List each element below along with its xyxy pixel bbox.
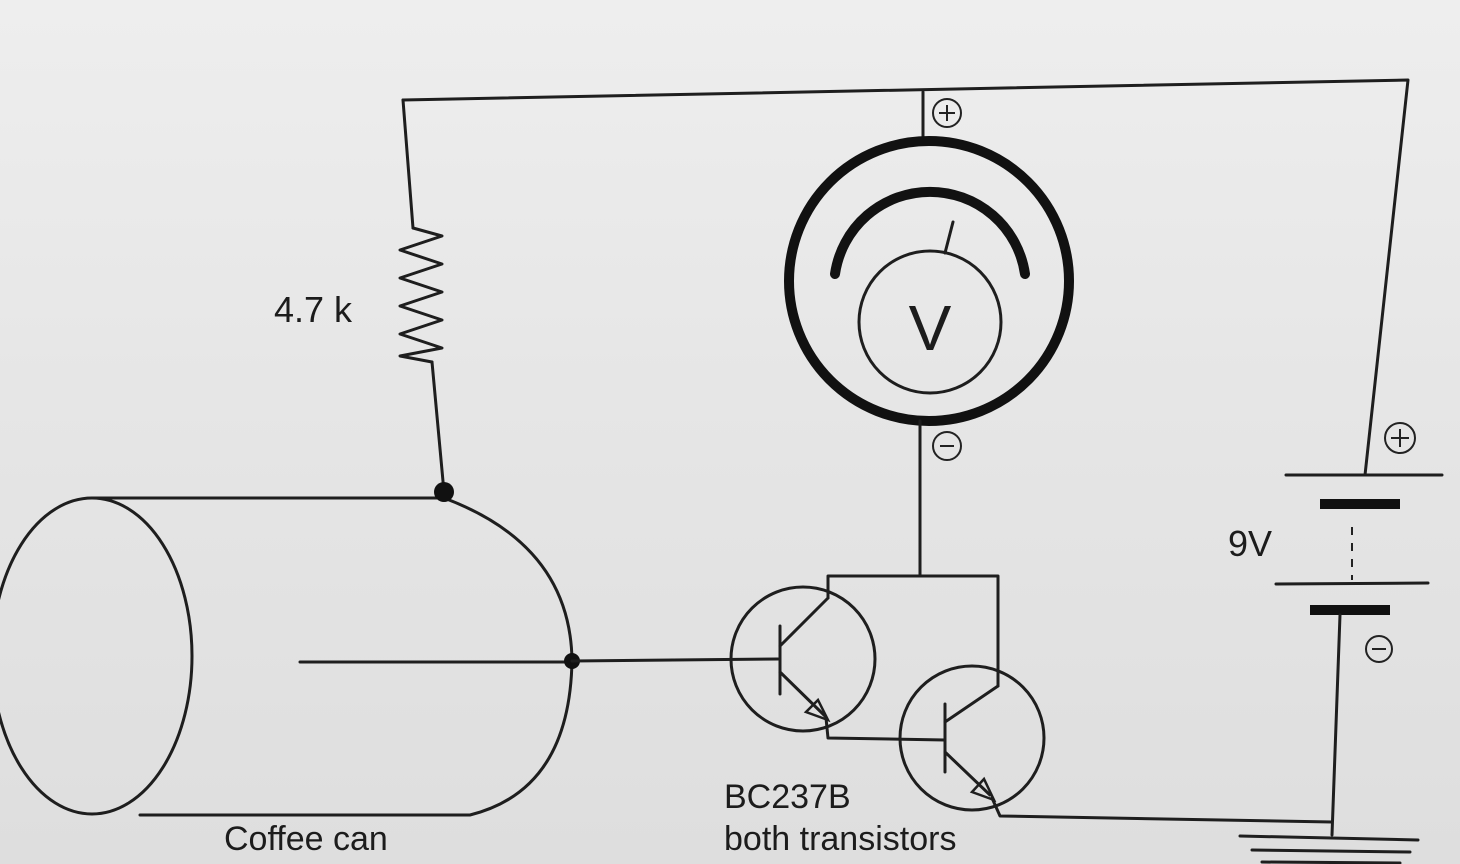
- battery-voltage-label: 9V: [1228, 523, 1272, 564]
- minus-terminal-battery: [1365, 635, 1393, 663]
- top-rail-wire: [401, 78, 1410, 477]
- coffee-can-label: Coffee can: [224, 820, 388, 858]
- battery-icon: [1274, 473, 1444, 615]
- transistor-note-label: both transistors: [724, 820, 956, 858]
- resistor-value-label: 4.7 k: [274, 289, 353, 330]
- transistor-model-label: BC237B: [724, 778, 851, 816]
- emitter-to-base-wire: [824, 716, 947, 742]
- collector-wire: [826, 574, 1000, 688]
- resistor-icon: [398, 226, 444, 364]
- ground-icon: [1238, 834, 1420, 864]
- plus-terminal-battery: [1384, 422, 1416, 454]
- resistor-top-lead: [401, 98, 415, 230]
- base-input-wire: [570, 657, 780, 663]
- battery-negative-lead: [1330, 613, 1342, 837]
- npn-transistor-icon: [729, 585, 877, 733]
- voltmeter-icon: [784, 136, 1074, 426]
- coffee-can-rim: [0, 496, 194, 816]
- emitter-ground-wire: [990, 796, 1334, 824]
- resistor-bottom-lead: [430, 360, 446, 494]
- npn-transistor-icon: [898, 664, 1046, 812]
- plus-terminal-meter: [932, 98, 962, 128]
- can-top-junction: [434, 482, 454, 502]
- minus-terminal-meter: [932, 431, 962, 461]
- voltmeter-symbol: V: [909, 292, 952, 364]
- coffee-can: [0, 496, 574, 817]
